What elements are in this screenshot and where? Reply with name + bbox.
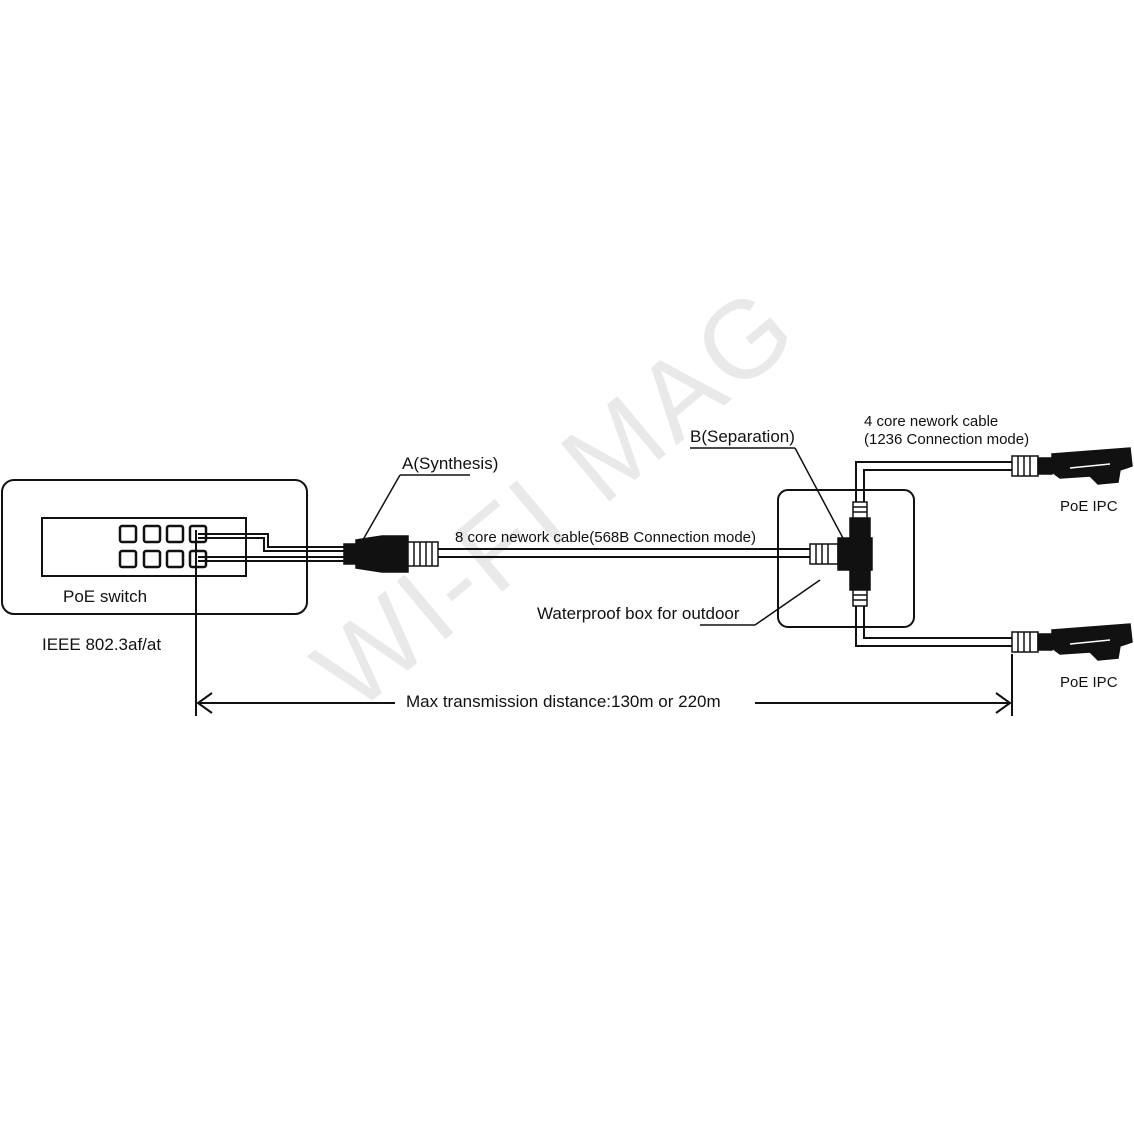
cable-4core-label-line2: (1236 Connection mode) bbox=[864, 431, 1029, 448]
waterproof-box-leader bbox=[700, 579, 821, 626]
camera-bottom bbox=[1011, 623, 1133, 661]
switch-patch-cables bbox=[198, 533, 345, 562]
camera-top bbox=[1011, 447, 1133, 485]
switch-outer-frame bbox=[1, 479, 308, 615]
waterproof-box bbox=[777, 489, 915, 628]
waterproof-box-label: Waterproof box for outdoor bbox=[537, 604, 740, 623]
connector-a-label: A(Synthesis) bbox=[402, 454, 498, 473]
port-8 bbox=[188, 549, 208, 569]
camera-bottom-label: PoE IPC bbox=[1060, 674, 1118, 691]
cable-8core-label: 8 core nework cable(568B Connection mode… bbox=[455, 529, 756, 546]
branch-cable-top bbox=[855, 461, 1012, 502]
watermark: WI-FI MAG bbox=[291, 263, 819, 734]
port-7 bbox=[165, 549, 185, 569]
poe-switch: PoE switch bbox=[1, 479, 308, 615]
switch-label: PoE switch bbox=[63, 587, 147, 606]
connector-b-label: B(Separation) bbox=[690, 427, 795, 446]
port-5 bbox=[118, 549, 138, 569]
connector-b-leader bbox=[690, 447, 845, 541]
distance-dimension bbox=[195, 530, 1013, 716]
distance-label: Max transmission distance:130m or 220m bbox=[406, 692, 721, 711]
main-8core-cable bbox=[438, 548, 810, 558]
connector-b bbox=[809, 501, 873, 607]
branch-cable-bottom bbox=[855, 606, 1012, 647]
switch-standard-label: IEEE 802.3af/at bbox=[42, 635, 161, 654]
camera-top-label: PoE IPC bbox=[1060, 498, 1118, 515]
port-3 bbox=[165, 524, 185, 544]
connector-a bbox=[343, 535, 439, 573]
port-1 bbox=[118, 524, 138, 544]
connector-a-leader bbox=[355, 474, 470, 553]
cable-4core-label-line1: 4 core nework cable bbox=[864, 413, 998, 430]
port-2 bbox=[142, 524, 162, 544]
switch-port-panel bbox=[41, 517, 247, 577]
port-6 bbox=[142, 549, 162, 569]
switch-ports bbox=[118, 524, 208, 569]
